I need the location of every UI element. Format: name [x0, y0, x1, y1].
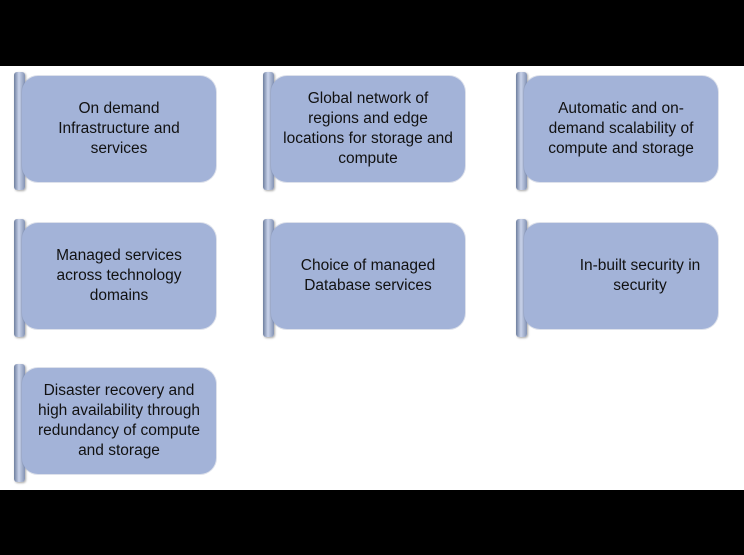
card-bar	[14, 72, 25, 190]
feature-card-global-network: Global network of regions and edge locat…	[263, 72, 473, 190]
feature-card-disaster-recovery: Disaster recovery and high availability …	[14, 364, 224, 482]
card-box: Automatic and on-demand scalability of c…	[524, 76, 718, 182]
diagram-canvas: On demand Infrastructure and services Gl…	[0, 66, 744, 490]
card-label: Choice of managed Database services	[300, 257, 436, 294]
feature-card-security: In-built security in security	[516, 219, 726, 337]
card-label: In-built security in security	[579, 257, 701, 294]
card-label: Disaster recovery and high availability …	[38, 382, 200, 459]
card-bar	[14, 219, 25, 337]
card-box: Global network of regions and edge locat…	[271, 76, 465, 182]
card-label: Global network of regions and edge locat…	[283, 90, 453, 167]
feature-card-managed-services: Managed services across technology domai…	[14, 219, 224, 337]
card-bar	[14, 364, 25, 482]
feature-card-scalability: Automatic and on-demand scalability of c…	[516, 72, 726, 190]
card-bar	[516, 219, 527, 337]
feature-card-database: Choice of managed Database services	[263, 219, 473, 337]
card-box: On demand Infrastructure and services	[22, 76, 216, 182]
card-bar	[263, 72, 274, 190]
card-box: Managed services across technology domai…	[22, 223, 216, 329]
card-box: In-built security in security	[524, 223, 718, 329]
feature-card-on-demand: On demand Infrastructure and services	[14, 72, 224, 190]
card-label: Automatic and on-demand scalability of c…	[548, 100, 694, 157]
card-label: Managed services across technology domai…	[56, 247, 182, 304]
card-box: Choice of managed Database services	[271, 223, 465, 329]
card-bar	[516, 72, 527, 190]
card-bar	[263, 219, 274, 337]
card-label: On demand Infrastructure and services	[58, 100, 180, 157]
card-box: Disaster recovery and high availability …	[22, 368, 216, 474]
